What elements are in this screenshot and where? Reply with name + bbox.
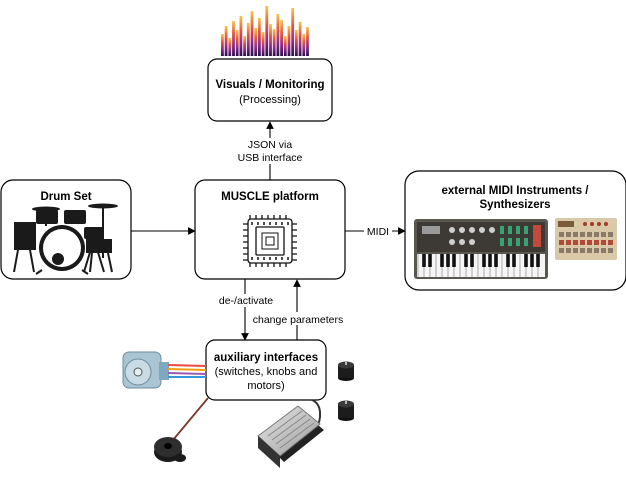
- black-key: [524, 254, 528, 267]
- json-label-line1: JSON via: [248, 139, 293, 151]
- spectrum-bar: [250, 11, 254, 56]
- auxiliary-interfaces-node: auxiliary interfaces (switches, knobs an…: [205, 339, 327, 401]
- spectrum-bar: [276, 14, 280, 56]
- sampler-pad: [566, 240, 571, 245]
- aux-line2: (switches, knobs and: [215, 366, 318, 378]
- midi-title-line2: Synthesizers: [480, 199, 551, 211]
- black-key: [488, 254, 492, 267]
- drum-kit-icon: [13, 203, 118, 275]
- spectrum-bar: [298, 22, 302, 56]
- midi-edge-label: MIDI: [367, 226, 389, 238]
- black-key: [464, 254, 468, 267]
- aux-line3: motors): [247, 380, 284, 392]
- sampler-pad: [587, 232, 592, 237]
- black-key: [506, 254, 510, 267]
- spectrum-bar: [232, 21, 235, 56]
- sampler-pad: [573, 232, 578, 237]
- spectrum-bar: [287, 26, 291, 56]
- synthesizer-keyboard-icon: [414, 219, 548, 279]
- sampler-device-icon: [555, 218, 617, 260]
- visuals-node: Visuals / Monitoring (Processing): [207, 58, 333, 122]
- sampler-pad: [559, 240, 564, 245]
- black-key: [422, 254, 426, 267]
- black-key: [530, 254, 534, 267]
- drum-set-node: Drum Set: [0, 179, 132, 280]
- sampler-pad: [594, 248, 599, 253]
- spectrum-bar: [224, 26, 228, 56]
- black-key: [440, 254, 444, 267]
- spectrum-bar: [258, 18, 261, 56]
- midi-instruments-node: external MIDI Instruments / Synthesizers: [404, 170, 626, 291]
- muscle-title: MUSCLE platform: [221, 191, 319, 203]
- piezo-buzzer-icon: [154, 397, 209, 462]
- sampler-pad: [580, 248, 585, 253]
- spectrum-bar: [246, 23, 250, 56]
- deactivate-edge-label: de-/activate: [219, 295, 273, 307]
- aux-title: auxiliary interfaces: [214, 352, 318, 364]
- spectrum-bar: [280, 20, 283, 56]
- sampler-pad: [573, 240, 578, 245]
- sampler-pad: [608, 240, 613, 245]
- visuals-title: Visuals / Monitoring: [215, 79, 324, 91]
- sampler-pad: [559, 248, 564, 253]
- spectrum-bar: [221, 34, 224, 56]
- sampler-pad: [573, 248, 578, 253]
- sampler-pad: [608, 232, 613, 237]
- spectrum-bar: [261, 32, 265, 56]
- spectrum-bar: [295, 30, 298, 56]
- foot-pedal-switch-icon: [257, 399, 324, 468]
- muscle-platform-node: MUSCLE platform: [194, 179, 346, 280]
- black-key: [494, 254, 498, 267]
- spectrum-bar: [291, 8, 295, 56]
- spectrum-bar: [283, 36, 287, 56]
- spectrum-bar: [239, 16, 243, 56]
- black-key: [428, 254, 432, 267]
- spectrum-bar: [272, 29, 276, 56]
- sampler-pad: [594, 240, 599, 245]
- audio-spectrum-bars-icon: [221, 6, 309, 56]
- spectrum-bar: [228, 38, 232, 56]
- sampler-pad: [580, 232, 585, 237]
- black-key: [482, 254, 486, 267]
- sampler-pad: [594, 232, 599, 237]
- rotary-knob-icon: [338, 361, 354, 381]
- sampler-pad: [566, 232, 571, 237]
- spectrum-bar: [269, 24, 272, 56]
- change-parameters-edge-label: change parameters: [253, 314, 343, 326]
- spectrum-bar: [306, 27, 309, 56]
- synth-keys: [417, 254, 540, 277]
- sampler-pad: [601, 232, 606, 237]
- black-key: [446, 254, 450, 267]
- midi-title-line1: external MIDI Instruments /: [442, 185, 590, 197]
- spectrum-bar: [243, 36, 246, 56]
- visuals-subtitle: (Processing): [239, 94, 301, 106]
- spectrum-bar: [235, 30, 239, 56]
- microchip-icon: [243, 215, 297, 267]
- sampler-pad: [587, 240, 592, 245]
- sampler-pad: [566, 248, 571, 253]
- black-key: [536, 254, 540, 267]
- stepper-motor-icon: [122, 351, 207, 389]
- sampler-pad: [601, 248, 606, 253]
- sampler-pad: [559, 232, 564, 237]
- black-key: [512, 254, 516, 267]
- sampler-pads: [559, 232, 613, 253]
- black-key: [452, 254, 456, 267]
- spectrum-bar: [254, 28, 258, 56]
- json-label-line2: USB interface: [238, 152, 303, 164]
- rotary-knob-icon-2: [338, 400, 354, 421]
- sampler-pad: [608, 248, 613, 253]
- spectrum-bar: [265, 6, 269, 56]
- spectrum-bar: [302, 34, 306, 56]
- sampler-pad: [587, 248, 592, 253]
- sampler-pad: [580, 240, 585, 245]
- drum-set-title: Drum Set: [40, 191, 91, 203]
- black-key: [470, 254, 474, 267]
- sampler-pad: [601, 240, 606, 245]
